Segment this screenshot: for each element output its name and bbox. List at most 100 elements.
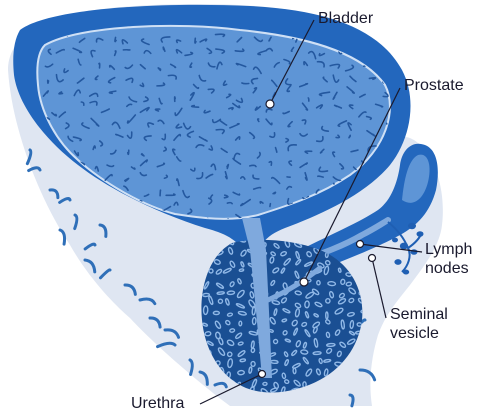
anchor-dots [257,99,377,379]
lymph-node [399,242,409,250]
bladder-squiggle [46,79,50,84]
bladder-squiggle [173,201,179,206]
bladder-squiggle [249,164,257,168]
bladder-squiggle [184,51,194,57]
prostate-gland-dot [346,338,356,345]
prostate-gland-dot [313,337,319,348]
bladder-squiggle [94,75,99,81]
prostate-gland-dot [349,319,355,330]
bladder-squiggle [226,201,233,205]
bladder-squiggle [216,61,223,70]
label-urethra-text: Urethra [131,395,185,412]
bladder-squiggle [77,58,82,66]
bladder-squiggle [55,48,66,54]
prostate-gland-dot [325,342,336,348]
prostate-gland-dot [270,251,276,257]
bladder-squiggle [207,62,216,68]
bladder-squiggle [384,34,390,42]
bladder-squiggle [90,117,100,127]
lymph-nodes [387,221,424,275]
prostate-gland-dot [206,340,214,347]
bladder-squiggle [175,156,182,162]
prostate-gland-dot [213,259,221,265]
prostate-gland-dot [237,350,246,358]
bladder-squiggle [228,106,234,111]
bladder-squiggle [235,97,244,104]
bladder-squiggle [198,74,207,82]
prostate-gland-dot [306,251,313,258]
bladder-squiggle [240,198,252,207]
prostate-gland-dot [294,270,300,279]
prostate-gland-dot [251,305,257,316]
bladder-squiggle [73,89,82,97]
bladder-squiggle [92,145,97,151]
prostate-gland-dot [327,280,337,287]
bladder-squiggle [126,131,133,140]
prostate-gland-dot [222,267,232,274]
bladder-squiggle [256,151,262,159]
prostate-gland-dot [225,319,231,326]
bladder-squiggle [226,163,230,170]
bladder-squiggle [214,33,226,38]
bladder-squiggle [382,91,389,98]
anchor-dot-urethra [257,369,267,379]
bladder-squiggle [73,150,80,157]
bladder-squiggle [72,136,83,142]
bladder-squiggle [348,134,352,139]
bladder-squiggle [139,106,150,114]
bladder-squiggle [301,102,309,111]
bladder-squiggle [287,120,293,128]
bladder-squiggle [58,111,67,118]
bladder-squiggle [182,189,191,199]
bladder-squiggle [55,73,64,83]
bladder-squiggle [189,91,195,102]
bladder-squiggle [268,160,273,166]
bladder-squiggle [331,151,336,158]
label-seminal-line2: vesicle [390,325,439,342]
bladder-squiggle [126,114,137,124]
bladder-squiggle [329,63,341,69]
prostate-gland-dot [229,260,236,268]
bladder-squiggle [98,140,104,147]
bladder-squiggle [298,82,309,88]
prostate-gland-dot [227,358,234,369]
prostate-gland-dot [218,337,224,346]
bladder-squiggle [199,38,208,43]
bladder-squiggle [265,108,273,113]
tissue-squiggle [83,242,97,251]
prostate-gland-dot [271,300,281,306]
bladder-squiggle [95,37,104,43]
prostate-gland-dot [337,267,342,273]
bladder-squiggle [123,185,129,191]
bladder-squiggle [198,135,208,142]
prostate-gland-dot [281,372,287,380]
bladder-squiggle [190,167,196,172]
bladder-squiggle [182,122,192,130]
bladder-squiggle [316,60,325,68]
bladder-squiggle [236,36,243,43]
prostate-gland-dot [334,329,341,336]
bladder-squiggle [143,135,152,142]
prostate-gland-dot [325,319,331,325]
prostate-gland-dot [348,287,357,295]
bladder-squiggle [304,150,313,155]
prostate-gland-dot [234,332,243,340]
bladder-squiggle [195,144,205,149]
bladder-squiggle [346,86,355,94]
tissue-squiggles [25,148,377,408]
prostate-gland-dot [312,321,321,329]
tissue-squiggle [25,148,33,166]
bladder-squiggle [157,119,165,125]
prostate-gland-dot [226,290,236,296]
bladder-squiggle [318,91,331,97]
prostate-gland-dot [240,261,245,268]
bladder-squiggle [348,104,354,110]
prostate-gland-dot [217,347,226,357]
lymph-node [408,222,416,230]
bladder-squiggle [332,91,338,100]
label-lymph-nodes: Lymph nodes [425,240,472,278]
lymph-node [410,249,418,255]
prostate-gland-dot [300,349,309,355]
bladder-squiggle [286,185,293,190]
